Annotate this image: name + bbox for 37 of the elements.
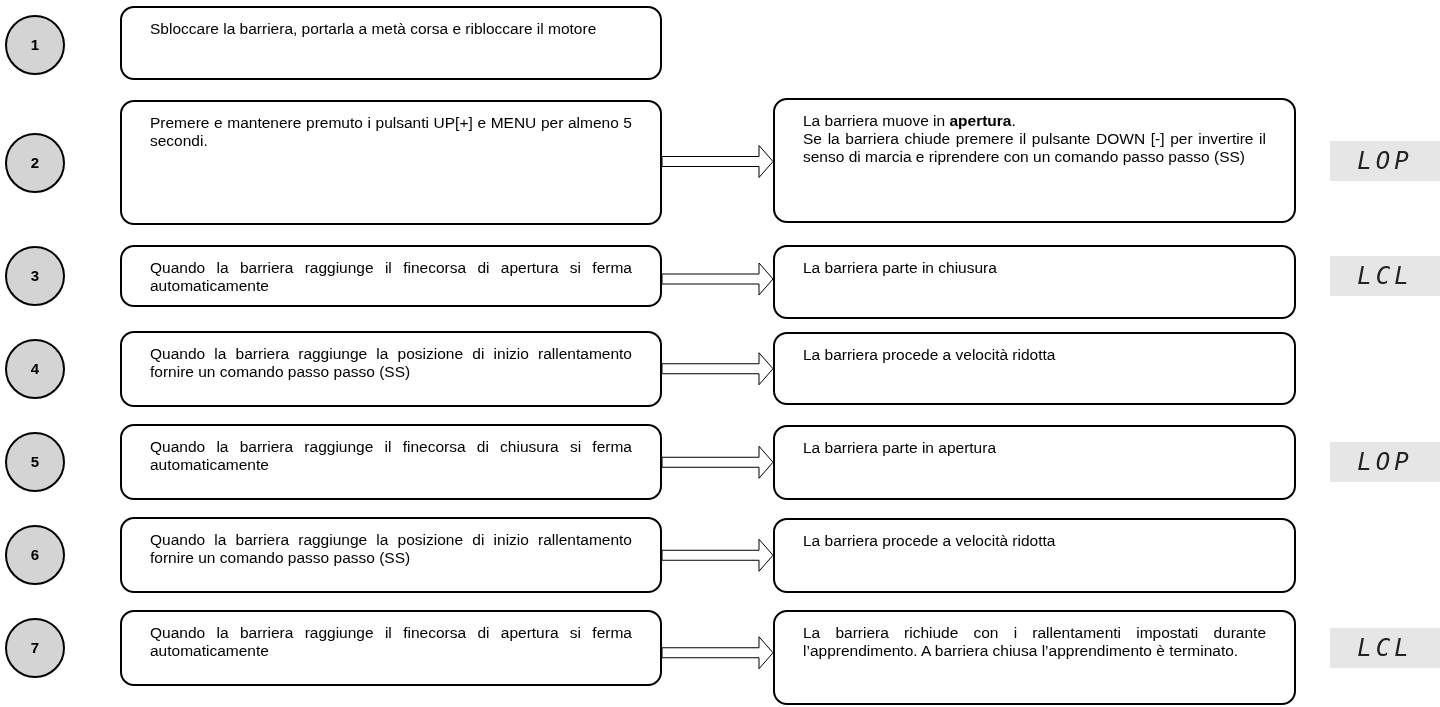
instruction-box	[120, 6, 662, 80]
instruction-box	[120, 245, 662, 307]
result-box	[773, 425, 1296, 500]
box-text: Premere e mantenere premuto i pulsanti UP[+] e MENU per almeno 5 secondi.	[150, 114, 632, 150]
box-text: La barriera parte in apertura	[803, 439, 997, 457]
block-arrow	[661, 538, 774, 572]
display-readout: LOP	[1330, 442, 1440, 482]
result-box	[773, 98, 1296, 223]
box-text: Sbloccare la barriera, portarla a metà corsa e ribloccare il motore	[150, 20, 598, 38]
box-text: La barriera parte in chiusura	[803, 259, 998, 277]
block-arrow	[661, 352, 774, 386]
instruction-box	[120, 424, 662, 500]
display-readout: LCL	[1330, 256, 1440, 296]
box-text: La barriera richiude con i rallentamenti impostati durante l’apprendimento. A barriera chiusa l’apprendimento è terminato.	[803, 624, 1266, 660]
box-text: La barriera muove in apertura.	[803, 112, 1017, 130]
display-readout: LOP	[1330, 141, 1440, 181]
instruction-box	[120, 517, 662, 593]
instruction-box	[120, 100, 662, 225]
box-text: Quando la barriera raggiunge il finecorsa di apertura si ferma automaticamente	[150, 259, 632, 295]
block-arrow	[661, 145, 774, 178]
instruction-box	[120, 610, 662, 686]
box-text: Se la barriera chiude premere il pulsante DOWN [-] per invertire il senso di marcia e riprendere con un comando passo passo (SS)	[803, 130, 1266, 166]
box-text: La barriera procede a velocità ridotta	[803, 346, 1057, 364]
box-text: Quando la barriera raggiunge il finecorsa di chiusura si ferma automaticamente	[150, 438, 632, 474]
result-box	[773, 610, 1296, 705]
box-text: Quando la barriera raggiunge il finecorsa di apertura si ferma automaticamente	[150, 624, 632, 660]
result-box	[773, 332, 1296, 405]
box-text: Quando la barriera raggiunge la posizione di inizio rallentamento fornire un comando passo passo (SS)	[150, 345, 632, 381]
result-box	[773, 245, 1296, 319]
box-text: Quando la barriera raggiunge la posizione di inizio rallentamento fornire un comando passo passo (SS)	[150, 531, 632, 567]
block-arrow	[661, 636, 774, 670]
result-box	[773, 518, 1296, 593]
box-text: La barriera procede a velocità ridotta	[803, 532, 1057, 550]
display-readout: LCL	[1330, 628, 1440, 668]
block-arrow	[661, 445, 774, 479]
block-arrow	[661, 262, 774, 296]
instruction-box	[120, 331, 662, 407]
